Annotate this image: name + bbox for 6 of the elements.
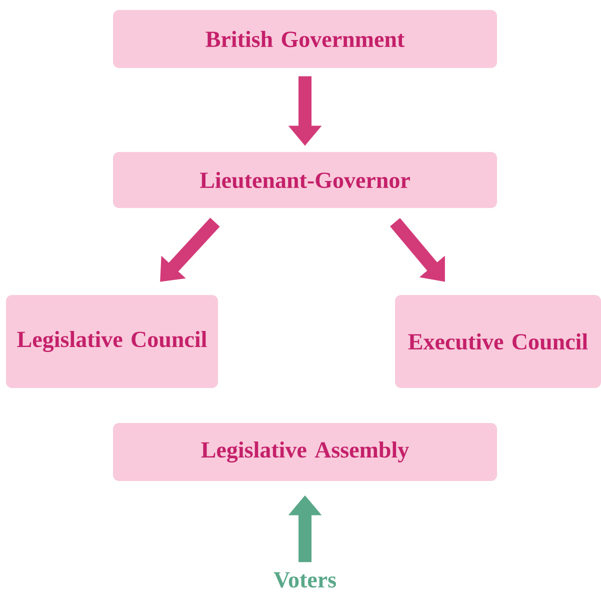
text-box: Legislative Council — [6, 295, 218, 388]
text-box: Lieutenant-Governor — [113, 152, 497, 208]
label-text: Voters — [274, 572, 336, 588]
text-box: Executive Council — [395, 295, 601, 388]
text-box: British Government — [113, 10, 497, 68]
text-box: Legislative Assembly — [113, 423, 497, 481]
